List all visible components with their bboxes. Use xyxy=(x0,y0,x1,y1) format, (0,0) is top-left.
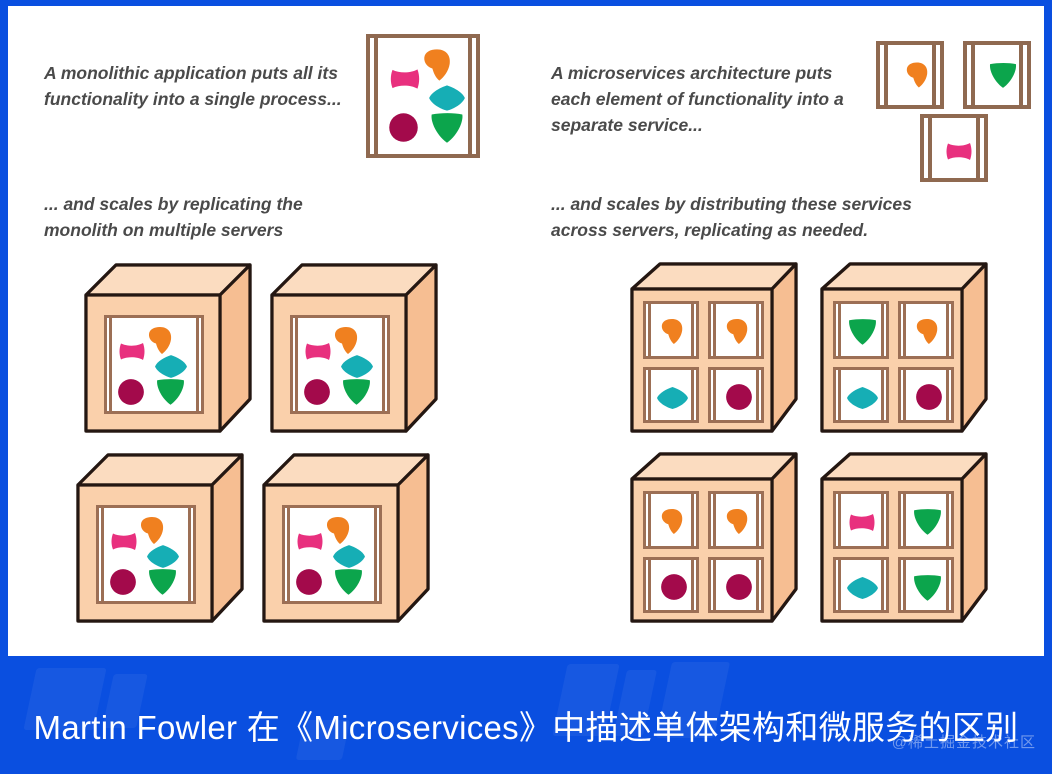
pink-bowtie-icon xyxy=(847,511,877,534)
magenta-circle-icon xyxy=(660,573,688,601)
microservice-pane-3b xyxy=(708,491,764,549)
green-triangle-icon xyxy=(146,568,179,596)
monolith-top-caption: A monolithic application puts all its fu… xyxy=(44,63,342,109)
microservices-server-3 xyxy=(624,449,802,627)
pink-bowtie-icon xyxy=(117,340,147,363)
monolith-app-pane-1 xyxy=(104,315,204,414)
microservice-pane-3c xyxy=(643,557,699,613)
magenta-circle-icon xyxy=(915,383,943,411)
magenta-circle-icon xyxy=(725,573,753,601)
microservice-pane-1b xyxy=(708,301,764,359)
microservice-pane-4c xyxy=(833,557,889,613)
orange-blob-icon xyxy=(333,326,359,355)
microservice-panel-3 xyxy=(934,118,974,178)
monolith-app-pane-3 xyxy=(96,505,196,604)
orange-blob-icon xyxy=(325,516,351,545)
microservice-pane-4a xyxy=(833,491,889,549)
microservice-box-2 xyxy=(963,41,1031,109)
monolith-bottom-caption: ... and scales by replicating the monoli… xyxy=(44,194,303,240)
teal-diamond-icon xyxy=(846,386,879,410)
monolith-app-pane-4 xyxy=(282,505,382,604)
magenta-circle-icon xyxy=(109,568,137,596)
orange-blob-icon xyxy=(660,318,684,345)
microservices-bottom-caption: ... and scales by distributing these ser… xyxy=(551,194,912,240)
pink-bowtie-icon xyxy=(303,340,333,363)
microservice-box-1 xyxy=(876,41,944,109)
microservices-server-1 xyxy=(624,259,802,437)
orange-blob-icon xyxy=(725,508,749,535)
microservice-pane-2c xyxy=(833,367,889,423)
magenta-circle-icon xyxy=(725,383,753,411)
watermark-label: @稀土掘金技术社区 xyxy=(891,734,1036,751)
teal-diamond-icon xyxy=(332,544,366,569)
microservice-pane-3d xyxy=(708,557,764,613)
orange-blob-icon xyxy=(660,508,684,535)
green-triangle-icon xyxy=(987,62,1019,89)
monolith-server-3 xyxy=(70,449,248,627)
orange-blob-icon xyxy=(147,326,173,355)
pink-bowtie-icon xyxy=(109,530,139,553)
teal-diamond-icon xyxy=(146,544,180,569)
orange-blob-icon xyxy=(915,318,939,345)
teal-diamond-icon xyxy=(340,354,374,379)
magenta-circle-icon xyxy=(303,378,331,406)
teal-diamond-icon xyxy=(154,354,188,379)
monolith-single-app-box xyxy=(366,34,480,158)
orange-blob-icon xyxy=(139,516,165,545)
microservice-pane-2d xyxy=(898,367,954,423)
microservice-pane-2a xyxy=(833,301,889,359)
monolith-app-pane-2 xyxy=(290,315,390,414)
green-triangle-icon xyxy=(846,318,879,346)
microservice-pane-4b xyxy=(898,491,954,549)
magenta-circle-icon xyxy=(388,112,419,143)
green-triangle-icon xyxy=(911,508,944,536)
pink-bowtie-icon xyxy=(295,530,325,553)
monolith-server-1 xyxy=(78,259,256,437)
microservice-pane-1c xyxy=(643,367,699,423)
magenta-circle-icon xyxy=(295,568,323,596)
orange-blob-icon xyxy=(725,318,749,345)
microservices-server-2 xyxy=(814,259,992,437)
teal-diamond-icon xyxy=(656,386,689,410)
pink-bowtie-icon xyxy=(388,66,422,92)
microservice-panel-1 xyxy=(890,45,930,105)
monolith-server-2 xyxy=(264,259,442,437)
orange-blob-icon xyxy=(422,48,452,82)
teal-diamond-icon xyxy=(428,84,466,112)
microservice-panel-2 xyxy=(977,45,1017,105)
pink-bowtie-icon xyxy=(944,140,974,163)
caption-title: Martin Fowler 在《Microservices》中描述单体架构和微服… xyxy=(33,709,1019,746)
microservice-pane-1a xyxy=(643,301,699,359)
green-triangle-icon xyxy=(428,112,466,144)
teal-diamond-icon xyxy=(846,576,879,600)
microservice-box-3 xyxy=(920,114,988,182)
microservice-pane-3a xyxy=(643,491,699,549)
microservices-server-4 xyxy=(814,449,992,627)
green-triangle-icon xyxy=(911,574,944,602)
monolith-server-4 xyxy=(256,449,434,627)
green-triangle-icon xyxy=(340,378,373,406)
magenta-circle-icon xyxy=(117,378,145,406)
green-triangle-icon xyxy=(154,378,187,406)
orange-blob-icon xyxy=(905,61,929,89)
green-triangle-icon xyxy=(332,568,365,596)
caption-bar: Martin Fowler 在《Microservices》中描述单体架构和微服… xyxy=(0,660,1052,774)
microservice-pane-2b xyxy=(898,301,954,359)
microservice-pane-1d xyxy=(708,367,764,423)
microservice-pane-4d xyxy=(898,557,954,613)
monolith-single-app-panel xyxy=(380,38,466,154)
microservices-top-caption: A microservices architecture puts each e… xyxy=(551,63,844,135)
diagram-canvas: A monolithic application puts all its fu… xyxy=(8,6,1044,656)
